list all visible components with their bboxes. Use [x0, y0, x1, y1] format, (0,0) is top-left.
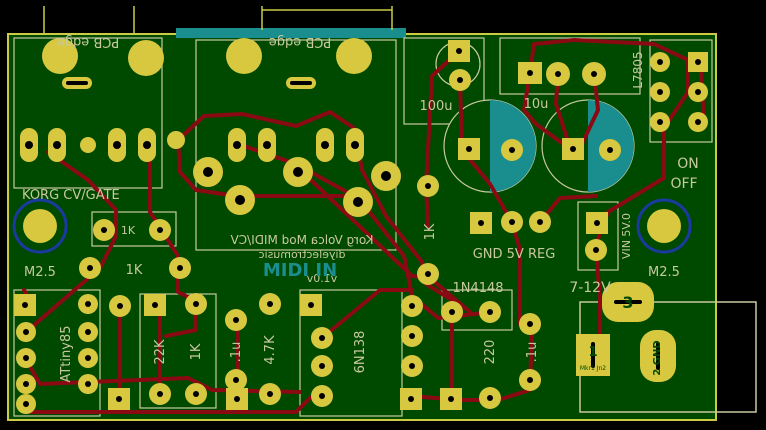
r-22k-label: 22K	[153, 339, 168, 365]
off-label: OFF	[670, 176, 697, 192]
mirror-text-3: v1.0v	[306, 272, 337, 285]
r-1k-mid-label: 1K	[126, 263, 143, 278]
pcb-edge-label-left: PCB edge	[57, 34, 119, 49]
midi-in-label: MIDI IN	[263, 260, 337, 281]
vin-label: VIN 5V.0	[620, 213, 633, 259]
r-1k-vert-label: 1K	[189, 343, 204, 360]
dc-pin3-label: 3	[622, 293, 633, 312]
r-47k-label: 4.7K	[263, 335, 278, 365]
m25-left-label: M2.5	[24, 265, 56, 280]
dc-pin1-label: 1	[588, 345, 597, 360]
ic-attiny-label: ATtiny85	[59, 325, 74, 382]
pcb-edge-label-mid: PCB edge	[269, 34, 331, 49]
c-01u-c-label: .1u	[525, 342, 540, 363]
volt-range-label: 7-12V	[569, 280, 611, 296]
drill-holes	[22, 48, 701, 407]
cap-10u-label: 10u	[524, 97, 549, 112]
mounting-hole-right	[636, 198, 692, 254]
mounting-hole-left	[12, 198, 68, 254]
silkscreen-text: PCB edge PCB edge KORG CV/GATE M2.5 M2.5…	[22, 34, 699, 383]
diode-label: 1N4148	[452, 281, 503, 296]
mirror-text-2: diyelectromusic	[258, 248, 345, 261]
r-220-label: 220	[483, 340, 498, 365]
ic-6n138-label: 6N138	[353, 331, 368, 374]
mirror-text-1: Korg Volca Mod MIDI/CV	[230, 233, 374, 247]
r-1k-top-label: 1K	[121, 224, 136, 237]
on-label: ON	[677, 156, 699, 172]
midi-connector-outline	[176, 28, 406, 38]
c-01u-a-label: .1u	[229, 342, 244, 363]
regulator-label: L7805	[631, 51, 645, 88]
m25-right-label: M2.5	[648, 265, 680, 280]
dc-pin2-label: 2 GND	[652, 340, 663, 375]
gnd-5v-reg-label: GND 5V REG	[473, 247, 556, 262]
r-1k-side-label: 1K	[423, 223, 438, 240]
dc-pin1-sub-label: Mkr1 Jn2	[580, 365, 606, 372]
cap-100u-label: 100u	[419, 99, 452, 114]
korg-label: KORG CV/GATE	[22, 188, 120, 203]
